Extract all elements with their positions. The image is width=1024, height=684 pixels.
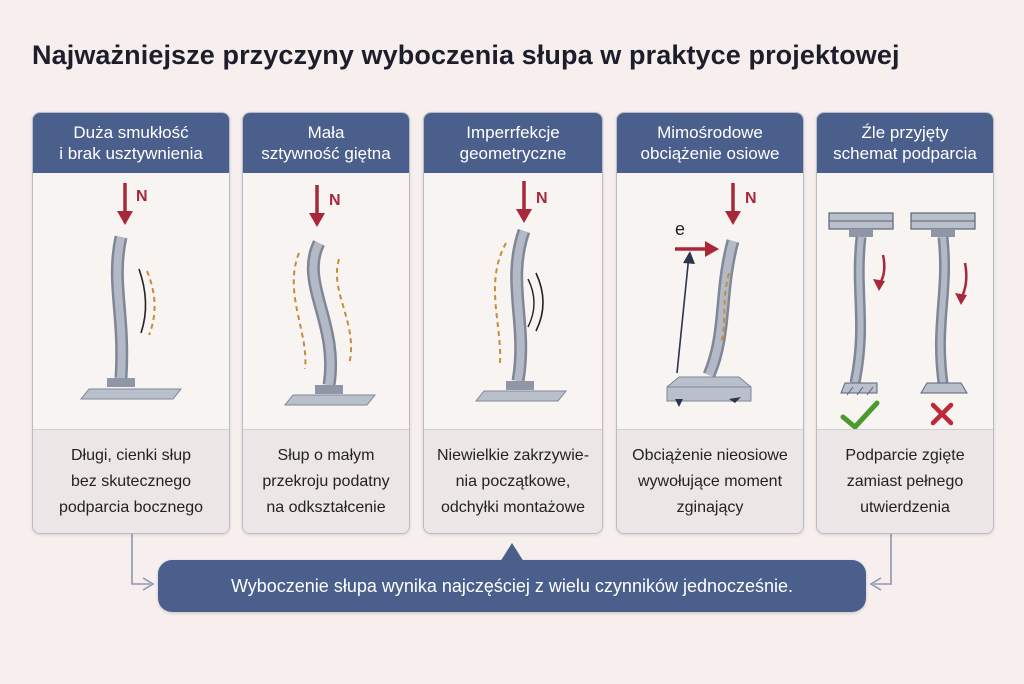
- summary-banner: Wyboczenie słupa wynika najczęściej z wi…: [158, 560, 866, 612]
- eccentricity-label: e: [675, 219, 685, 239]
- card-heading: Imperrfekcje geometryczne: [424, 113, 602, 173]
- card-description: Podparcie zgięte zamiast pełnego utwierd…: [817, 429, 993, 533]
- card-heading: Źle przyjęty schemat podparcia: [817, 113, 993, 173]
- card-imperfections: Imperrfekcje geometryczne N Niewielkie z…: [423, 112, 603, 534]
- figure-slender-column: N: [33, 173, 229, 429]
- figure-support-scheme: [817, 173, 993, 429]
- card-description: Obciążenie nieosiowe wywołujące moment z…: [617, 429, 803, 533]
- card-heading: Mała sztywność giętna: [243, 113, 409, 173]
- load-label: N: [329, 192, 341, 209]
- card-slenderness: Duża smukłość i brak usztywnienia N Dług…: [32, 112, 230, 534]
- page-title: Najważniejsze przyczyny wyboczenia słupa…: [32, 40, 900, 70]
- summary-text: Wyboczenie słupa wynika najczęściej z wi…: [230, 575, 794, 596]
- figure-imperfect-column: N: [424, 173, 602, 429]
- load-arrow-icon: [309, 185, 325, 227]
- load-arrow-icon: [516, 181, 532, 223]
- eccentric-load-arrow-icon: [675, 241, 719, 257]
- card-support-scheme: Źle przyjęty schemat podparcia: [816, 112, 994, 534]
- cross-icon: [930, 402, 954, 426]
- load-label: N: [536, 190, 548, 207]
- card-heading: Mimośrodowe obciążenie osiowe: [617, 113, 803, 173]
- card-description: Niewielkie zakrzywie- nia początkowe, od…: [424, 429, 602, 533]
- figure-flexible-column: N: [243, 173, 409, 429]
- load-arrow-icon: [725, 183, 741, 225]
- load-label: N: [136, 188, 148, 205]
- card-heading: Duża smukłość i brak usztywnienia: [33, 113, 229, 173]
- card-bending-stiffness: Mała sztywność giętna N Słup o małym prz…: [242, 112, 410, 534]
- card-eccentric-load: Mimośrodowe obciążenie osiowe N e Obciąż…: [616, 112, 804, 534]
- load-arrow-icon: [117, 183, 133, 225]
- check-icon: [840, 400, 880, 429]
- load-label: N: [745, 190, 757, 207]
- card-description: Słup o małym przekroju podatny na odkszt…: [243, 429, 409, 533]
- card-description: Długi, cienki słup bez skutecznego podpa…: [33, 429, 229, 533]
- figure-eccentric-column: N e: [617, 173, 803, 429]
